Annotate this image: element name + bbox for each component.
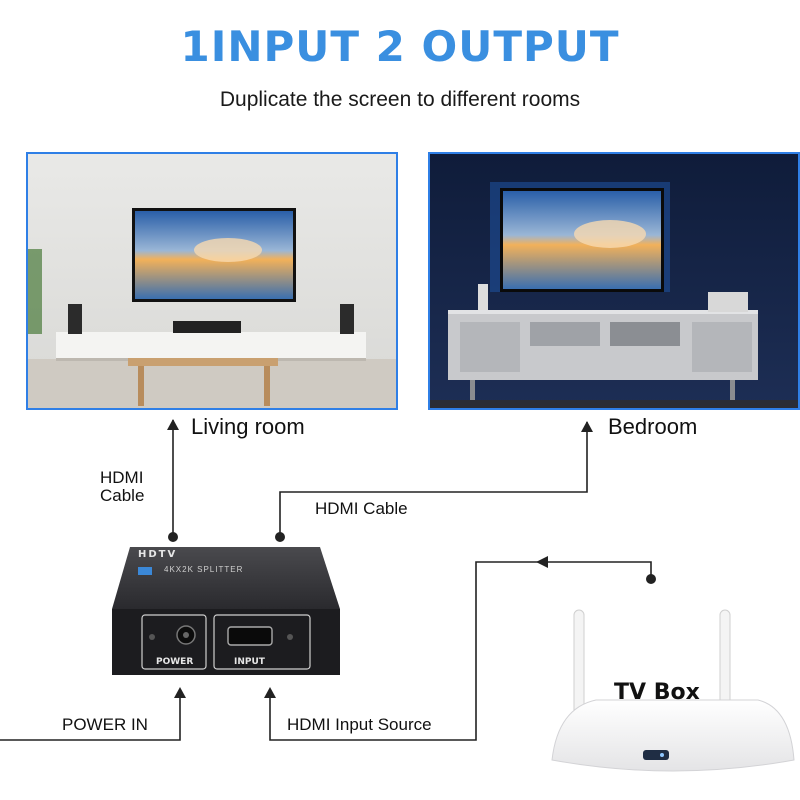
tv-box-label: TV Box (614, 680, 700, 705)
hdmi-cable-left-label-line1: HDMI (100, 468, 144, 487)
device-brand: HDTV (138, 549, 178, 560)
arrow-up-input (264, 687, 276, 698)
arrow-left-tvbox (536, 556, 548, 568)
arrow-up-bedroom (581, 421, 593, 432)
power-in-label: POWER IN (62, 715, 148, 734)
tv-box-device: TV Box (548, 600, 798, 790)
device-model: 4KX2K SPLITTER (164, 565, 244, 574)
input-port-label: INPUT (234, 657, 265, 667)
bedroom-photo (428, 152, 800, 410)
hdmi-splitter-device: HDTV 4KX2K SPLITTER POWER INPUT (108, 545, 348, 683)
living-room-label: Living room (191, 414, 305, 439)
hdmi-input-source-label: HDMI Input Source (287, 715, 432, 734)
living-room-photo (26, 152, 398, 410)
arrow-up-living (167, 419, 179, 430)
page-subtitle: Duplicate the screen to different rooms (219, 88, 581, 111)
hdmi-cable-left-label-line2: Cable (100, 486, 145, 505)
arrow-up-power (174, 687, 186, 698)
bedroom-label: Bedroom (608, 414, 698, 439)
hdmi-cable-right-label: HDMI Cable (315, 499, 408, 518)
page-title: 1INPUT 2 OUTPUT (180, 22, 620, 71)
power-port-label: POWER (156, 657, 194, 667)
